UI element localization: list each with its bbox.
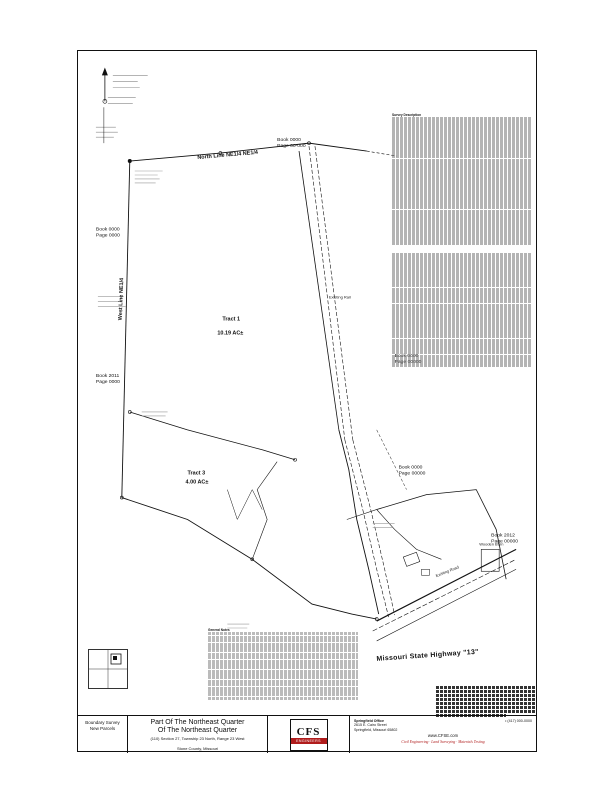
notes-heading: General Notes	[208, 628, 230, 632]
north-boundary-line	[129, 142, 367, 162]
wooden-barn-shape	[480, 549, 500, 572]
building-shape	[402, 551, 421, 567]
highway-right-of-way	[372, 548, 517, 642]
drawing-sheet: Book 0000 Page 00-000 North Line NE1/4 N…	[77, 50, 537, 753]
title-line3: (110) Section 27, Township 23 North, Ran…	[150, 736, 245, 741]
title-line4: Stone County, Missouri	[176, 746, 219, 751]
vicinity-map	[88, 649, 128, 689]
book-label-left: Book 0000	[96, 227, 120, 233]
book-label-right: Book 0000	[399, 465, 423, 471]
page-label-left: Page 0000	[96, 233, 120, 239]
book-label-far: Book 2012	[491, 532, 515, 538]
surveyor-certification	[436, 686, 536, 717]
road-corridor	[298, 146, 395, 618]
tract1-area: 10.19 AC±	[217, 330, 243, 336]
east-boundary-line	[376, 489, 507, 580]
existing-rail-label: Existing Rail	[329, 294, 351, 299]
page-label-right: Page 00000	[399, 471, 426, 477]
north-line-label: North Line NE1/4 NE1/4	[197, 150, 259, 161]
west-line-label: West Line NE1/4	[118, 277, 126, 321]
book-label-left2: Book 2011	[96, 373, 120, 379]
highway-label: Missouri State Highway "13"	[376, 649, 479, 663]
existing-road-label: Existing Road	[435, 564, 460, 578]
general-notes-block: General Notes	[208, 628, 358, 700]
south-boundary-line	[121, 497, 377, 620]
monument-markers	[120, 141, 379, 621]
cfs-logo: CFS ENGINEERS	[289, 718, 328, 751]
logo-subtext: ENGINEERS	[290, 737, 327, 744]
west-boundary-line	[121, 161, 131, 498]
tract3-area: 4.00 AC±	[186, 480, 209, 486]
survey-description-block: Survey Description	[392, 111, 532, 368]
description-heading: Survey Description	[392, 113, 422, 117]
title-block-survey-type: Boundary Survey New Parcels	[78, 716, 128, 753]
title-line2: Of The Northeast Quarter	[157, 727, 238, 734]
tract-division-line	[129, 411, 296, 461]
legend-top-left	[95, 75, 148, 144]
page-label-left2: Page 0000	[96, 379, 120, 385]
website-link[interactable]: www.CFSE.com	[427, 733, 459, 739]
tract1-label: Tract 1	[222, 316, 240, 322]
page-label-far: Page 00000	[491, 538, 518, 544]
book-label-top: Book 0000	[277, 137, 301, 143]
address-line2: Springfield, Missouri 65802	[354, 727, 398, 732]
callout-bars	[97, 170, 395, 629]
tract3-label: Tract 3	[188, 471, 206, 477]
office-phone: • (417) 000-0000	[505, 719, 532, 723]
title-block: Boundary Survey New Parcels Part Of The …	[78, 715, 536, 753]
survey-type-line2: New Parcels	[89, 725, 116, 731]
address-line1: 2615 E. Cairo Street	[354, 723, 387, 728]
survey-plat-drawing: Book 0000 Page 00-000 North Line NE1/4 N…	[95, 67, 518, 663]
logo-text: CFS	[296, 725, 321, 738]
title-line1: Part Of The Northeast Quarter	[150, 719, 245, 726]
north-arrow-icon	[101, 67, 108, 104]
company-tagline: Civil Engineering · Land Surveying · Mat…	[401, 740, 485, 745]
page-label-top: Page 00-000	[277, 143, 306, 149]
company-logo-area: CFS ENGINEERS	[268, 716, 350, 753]
office-label: Springfield Office	[354, 719, 384, 723]
company-contact: Springfield Office • (417) 000-0000 2615…	[350, 716, 536, 753]
title-block-title: Part Of The Northeast Quarter Of The Nor…	[128, 716, 268, 753]
wooden-barn-label: Wooden Barn	[479, 541, 503, 546]
survey-type-line1: Boundary Survey	[85, 720, 120, 725]
